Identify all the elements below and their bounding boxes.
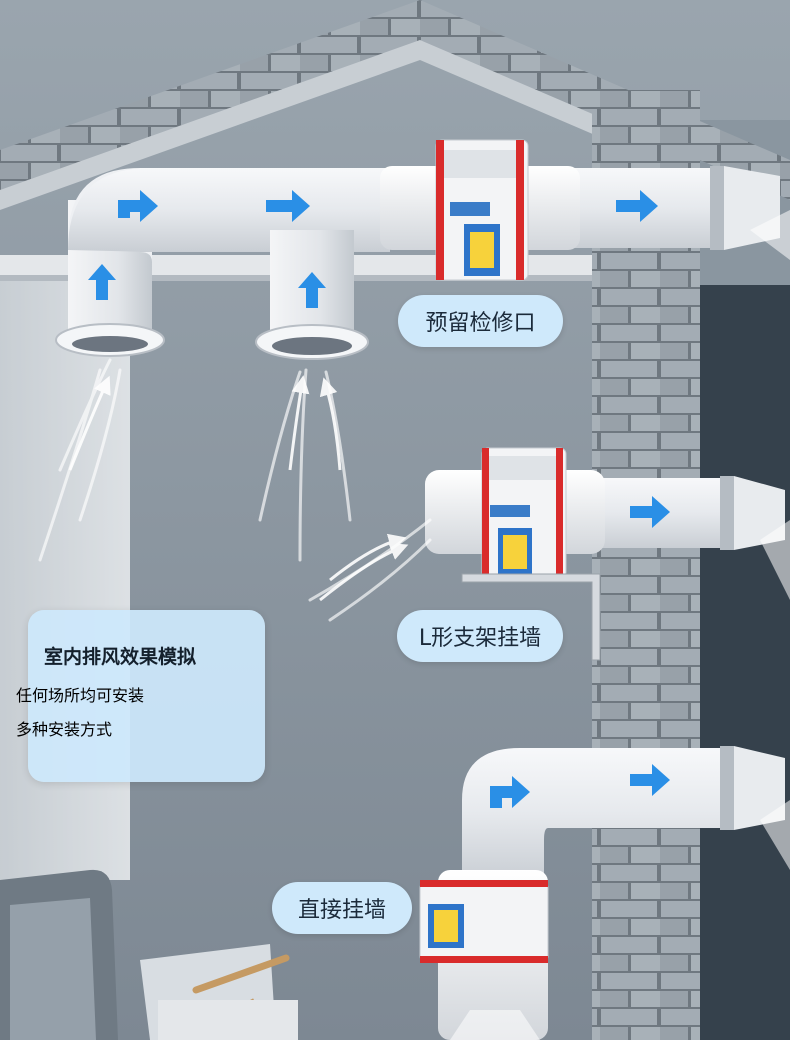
label-reserve-service-port: 预留检修口: [398, 295, 563, 347]
fan-clamp: [436, 140, 444, 280]
info-card: 室内排风效果模拟: [28, 610, 265, 782]
info-card-line-1: 任何场所均可安装: [16, 688, 145, 705]
flow-arrow-icon: [88, 190, 670, 808]
info-card-title: 室内排风效果模拟: [44, 646, 197, 668]
brick-pillar: [592, 90, 700, 1040]
label-direct-wall-mount: 直接挂墙: [272, 882, 412, 934]
exterior-dark: [695, 280, 790, 1040]
info-card-line-2: 多种安装方式: [16, 722, 113, 739]
l-bracket: [461, 573, 601, 661]
label-l-bracket-wall-mount: L形支架挂墙: [397, 610, 563, 662]
armchair: [0, 869, 298, 1040]
